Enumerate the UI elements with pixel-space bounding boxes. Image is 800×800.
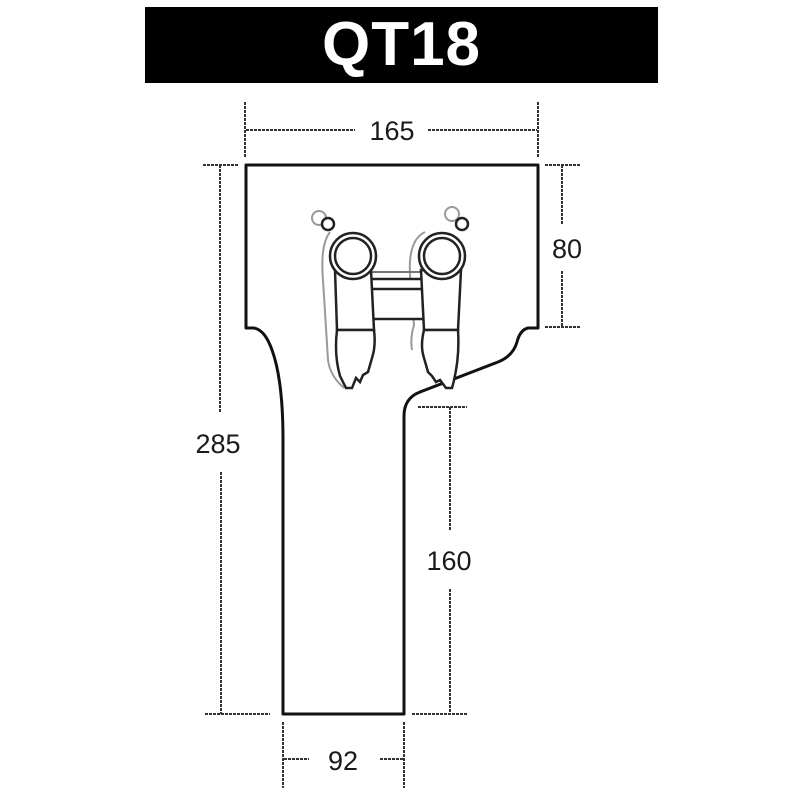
lower-section-height-label: 160 [426,546,471,576]
title-bar: QT18 [145,7,658,83]
body-outline [244,163,540,716]
top-width-label: 165 [369,116,414,146]
top-section-height-label: 80 [552,234,582,264]
dimension-lower-section-height: 160 [412,406,472,715]
dimension-bottom-width: 92 [282,722,405,788]
dimension-top-width: 165 [244,102,539,158]
model-title: QT18 [321,10,482,79]
dimension-top-section-height: 80 [545,164,582,328]
glove-ports-icon [311,206,470,390]
dimension-total-height: 285 [195,164,270,715]
total-height-label: 285 [195,429,240,459]
bottom-width-label: 92 [328,746,358,776]
